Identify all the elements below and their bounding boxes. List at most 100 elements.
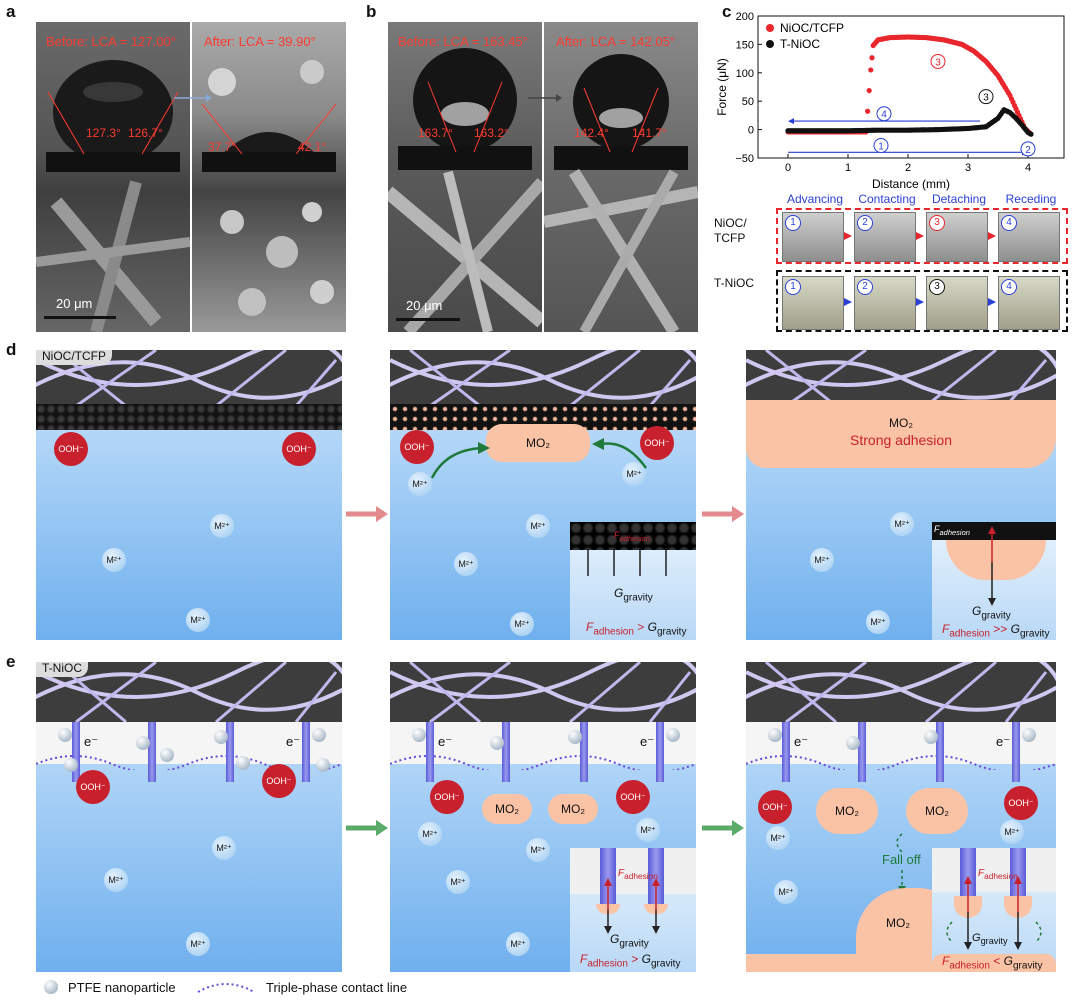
ptfe-nanoparticle (312, 728, 326, 742)
gravity-symbol: G (1003, 954, 1013, 968)
step-marker (978, 89, 994, 105)
panel-a-after-label: After: LCA = 39.90° (204, 34, 316, 49)
metal-ion: M²⁺ (408, 472, 432, 496)
metal-ion: M²⁺ (622, 462, 646, 486)
panel-e-stage-2: e⁻ e⁻ OOH⁻ OOH⁻ MO₂ MO₂ M²⁺ M²⁺ M²⁺ M²⁺ … (390, 662, 696, 972)
metal-ion: M²⁺ (506, 932, 530, 956)
y-tick-label: 200 (736, 11, 754, 23)
legend-label: NiOC/TCFP (780, 21, 844, 35)
metal-ion: M²⁺ (810, 548, 834, 572)
panel-label-a: a (6, 2, 16, 21)
metal-ion: M²⁺ (186, 608, 210, 632)
panel-e-stage-3: e⁻ e⁻ OOH⁻ OOH⁻ MO₂ MO₂ M²⁺ M²⁺ M²⁺ Fall… (746, 662, 1056, 972)
catalyst-rod (1010, 848, 1026, 898)
legend-marker (766, 24, 774, 32)
fiber-mesh (36, 662, 342, 722)
air-gap (570, 848, 696, 894)
force-subscript: adhesion (624, 871, 658, 881)
panel-d-stage-3: MO₂ Strong adhesion M²⁺ M²⁺ M²⁺ Fadhesio… (746, 350, 1056, 640)
y-tick-label: 150 (736, 39, 754, 51)
force-subscript: adhesion (593, 626, 634, 638)
mo2-deposit: MO₂ (816, 788, 878, 834)
force-subscript: adhesion (619, 533, 650, 543)
gravity-label: Ggravity (610, 932, 649, 949)
electron-label: e⁻ (640, 734, 655, 749)
panel-a-before-label: Before: LCA = 127.00° (46, 34, 176, 49)
angle-label: 163.2° (474, 126, 509, 140)
fall-off-label: Fall off (882, 852, 921, 867)
metal-ion: M²⁺ (636, 818, 660, 842)
force-inset: Fadhesion Ggravity Fadhesion > Ggravity (570, 848, 696, 972)
y-tick-label: 100 (736, 68, 754, 80)
adhesion-force-label: Fadhesion (618, 868, 658, 881)
electron-label: e⁻ (286, 734, 301, 749)
stage-label: Receding (1005, 192, 1057, 206)
ooh-ion: OOH⁻ (640, 426, 674, 460)
ooh-ion: OOH⁻ (282, 432, 316, 466)
air-gap (746, 722, 1056, 764)
stage-label: Contacting (858, 192, 916, 206)
metal-ion: M²⁺ (454, 552, 478, 576)
catalyst-rod (148, 722, 156, 782)
force-symbol: F (580, 952, 588, 966)
catalyst-rod (648, 848, 664, 906)
force-subscript: adhesion (939, 527, 970, 537)
stage-label: Advancing (786, 192, 844, 206)
catalyst-rod (656, 722, 664, 782)
panel-b-before-label: Before: LCA = 163.45° (398, 34, 528, 49)
step-marker (1020, 141, 1036, 157)
ptfe-nanoparticle (666, 728, 680, 742)
catalyst-particle-layer (570, 522, 696, 550)
scale-bar-label: 20 μm (406, 298, 443, 313)
force-symbol: F (942, 622, 950, 636)
ptfe-nanoparticle (412, 728, 426, 742)
fallen-mo2-floor (932, 954, 1056, 972)
arrow-icon (174, 94, 212, 102)
gravity-subscript: gravity (619, 938, 649, 950)
mo2-deposit: MO₂ (906, 788, 968, 834)
arrow-icon (587, 548, 667, 576)
step-number: 3 (935, 57, 941, 68)
catalyst-rod (302, 722, 310, 782)
x-tick-label: 1 (845, 162, 851, 174)
gravity-symbol: G (647, 620, 657, 634)
electron-label: e⁻ (84, 734, 99, 749)
panel-d-title: NiOC/TCFP (36, 350, 112, 365)
force-inset: Fadhesion Ggravity Fadhesion > Ggravity (570, 522, 696, 640)
metal-ion: M²⁺ (418, 822, 442, 846)
step-number: 3 (929, 279, 945, 295)
catalyst-rod (72, 722, 80, 782)
gravity-label: Ggravity (972, 932, 1008, 946)
ptfe-nanoparticle (1022, 728, 1036, 742)
data-point (1028, 131, 1034, 137)
metal-ion: M²⁺ (104, 868, 128, 892)
relation-symbol: >> (993, 622, 1008, 636)
triple-phase-contact-line (746, 755, 1056, 770)
gravity-subscript: gravity (1019, 628, 1050, 640)
panel-label-d: d (6, 340, 17, 359)
fiber-mesh (746, 662, 1056, 722)
metal-ion: M²⁺ (526, 838, 550, 862)
gravity-symbol: G (972, 932, 981, 944)
arrow-icon (528, 94, 562, 102)
ooh-ion: OOH⁻ (430, 780, 464, 814)
force-symbol: F (586, 620, 594, 634)
arrow-icon (946, 876, 1042, 950)
row-label: NiOC/ TCFP (714, 216, 747, 245)
metal-ion: M²⁺ (210, 514, 234, 538)
data-point (869, 55, 875, 61)
y-tick-label: 0 (748, 125, 754, 137)
sem-image-b-after: After: LCA = 142.05° 142.4° 141.7° (544, 22, 698, 332)
ooh-ion: OOH⁻ (54, 432, 88, 466)
catalyst-rod (600, 848, 616, 906)
data-point (866, 87, 872, 94)
legend-marker (766, 40, 774, 48)
fiber-mesh (746, 350, 1056, 406)
metal-ion: M²⁺ (510, 612, 534, 636)
ptfe-nanoparticle (136, 736, 150, 750)
step-marker (930, 53, 946, 69)
angle-label: 142.4° (574, 126, 609, 140)
catalyst-particle-layer (36, 404, 342, 430)
row-frame-tnioc (776, 270, 1068, 332)
